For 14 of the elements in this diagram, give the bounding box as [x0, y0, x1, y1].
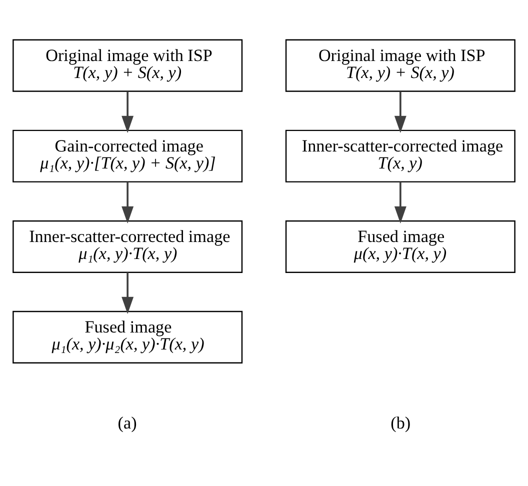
node-box: Fused image μ₁(x, y)·μ₂(x, y)·T(x, y) [12, 310, 243, 364]
arrow [122, 182, 134, 224]
node-box: Original image with ISP T(x, y) + S(x, y) [285, 39, 516, 92]
node-box: Inner-scatter-corrected image T(x, y) [285, 130, 516, 182]
node-box: Original image with ISP T(x, y) + S(x, y) [12, 39, 243, 92]
node-box: Inner-scatter-corrected image μ₁(x, y)·T(x, y) [12, 220, 243, 273]
arrow [394, 182, 406, 224]
label: (b) [390, 414, 411, 433]
arrow [122, 272, 134, 314]
node-box: Fused image μ(x, y)·T(x, y) [285, 220, 516, 273]
label: (a) [118, 414, 137, 433]
arrow [122, 91, 134, 133]
arrow [394, 91, 406, 133]
node-box: Gain-corrected image μ₁(x, y)·[T(x, y) + S(x, y)] [12, 130, 243, 182]
